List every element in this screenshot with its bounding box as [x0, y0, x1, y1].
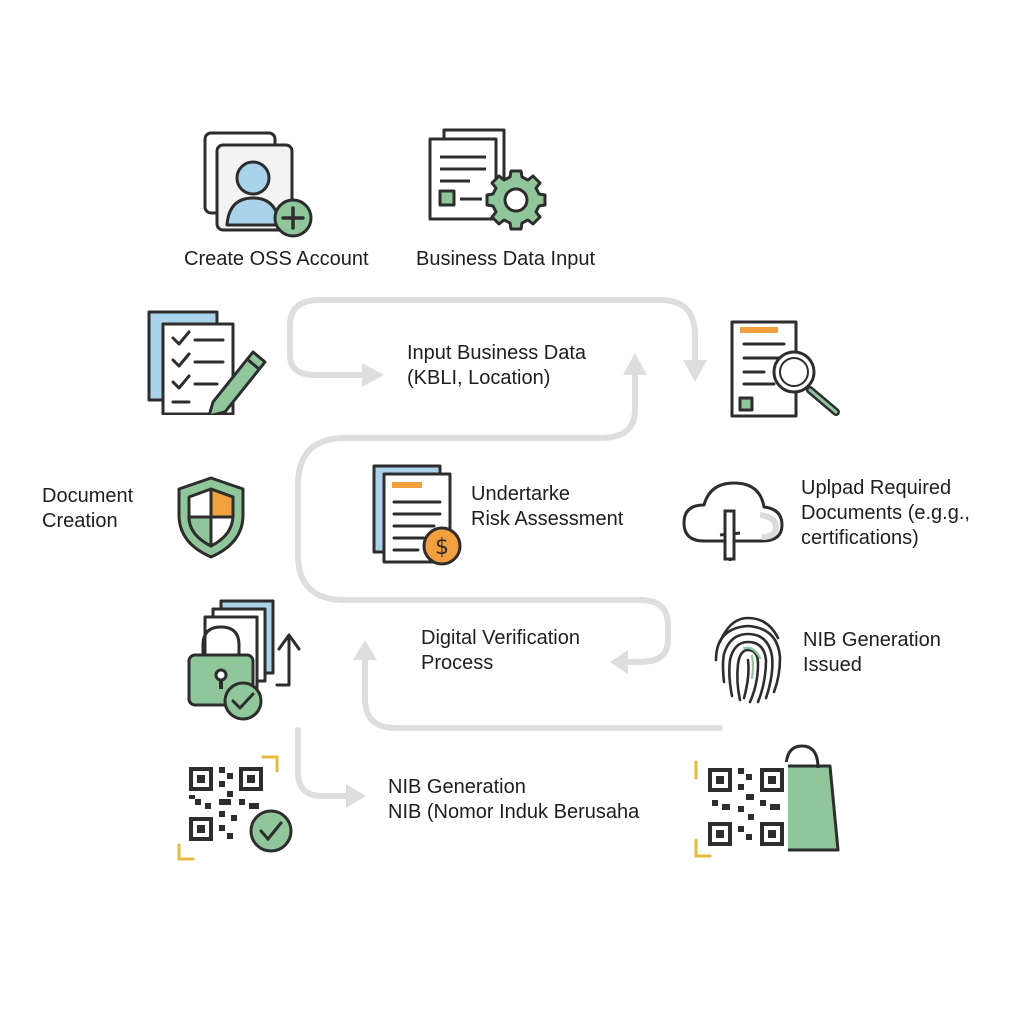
step-label-upload-documents: Uplpad Required Documents (e.g.g., certi…	[801, 477, 970, 549]
qr-shopping-bag-icon	[694, 744, 840, 858]
fingerprint-icon	[714, 616, 782, 704]
shield-icon	[177, 476, 245, 559]
qr-check-icon	[177, 755, 293, 861]
arrow-head	[623, 353, 647, 375]
step-label-nib-issued: NIB Generation Issued	[803, 629, 941, 676]
step-label-input-business-data: Input Business Data (KBLI, Location)	[407, 342, 586, 389]
flow-line-bottom	[362, 655, 723, 731]
arrow-head	[346, 784, 366, 808]
step-label-business-data-input: Business Data Input	[416, 248, 595, 270]
cloud-upload-icon	[682, 481, 784, 561]
step-label-digital-verification: Digital Verification Process	[421, 627, 580, 674]
flow-line-left-stub	[287, 352, 368, 378]
flow-line-top	[287, 297, 698, 365]
step-label-risk-assessment: Undertarke Risk Assessment	[471, 483, 624, 530]
checklist-pencil-icon	[147, 310, 267, 415]
arrow-head	[362, 363, 384, 387]
arrow-head	[353, 640, 377, 660]
arrow-head	[683, 360, 707, 382]
lock-check-icon	[187, 599, 301, 721]
document-search-icon	[730, 320, 840, 418]
svg-text:$: $	[435, 535, 449, 560]
flow-line-left-down	[295, 727, 353, 799]
document-gear-icon	[428, 128, 547, 231]
user-add-icon	[203, 131, 313, 238]
flow-line-serpentine	[295, 369, 671, 665]
arrow-head	[610, 650, 628, 674]
step-label-create-account: Create OSS Account	[184, 248, 369, 270]
document-dollar-icon: $	[372, 464, 462, 566]
step-label-document-creation: Document Creation	[42, 485, 134, 532]
step-label-nib-generation: NIB Generation NIB (Nomor Induk Berusaha	[388, 776, 640, 823]
